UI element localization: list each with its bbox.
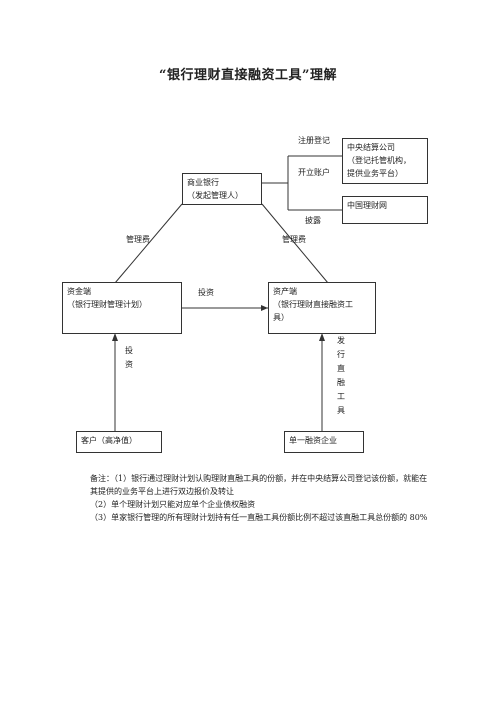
connector-bank-fund — [114, 203, 183, 284]
arrowhead-client-fund — [112, 333, 118, 341]
wmnet-box: 中国理财网 — [342, 196, 428, 224]
invest-left-label: 投资 — [125, 346, 133, 369]
mgmt-fee-left-label: 管理费 — [126, 235, 150, 244]
issue-label: 发行直融工具 — [337, 336, 345, 415]
page-title: “银行理财直接融资工具”理解 — [159, 68, 337, 83]
fund-side-box: 资金端 （银行理财管理计划） — [62, 282, 182, 334]
enterprise-box: 单一融资企业 — [284, 431, 364, 453]
client-box: 客户（高净值） — [76, 431, 162, 453]
note-line-1: 备注：（1）银行通过理财计划认购理财直融工具的份额，并在中央结算公司登记该份额，… — [90, 474, 428, 496]
bank-box: 商业银行 （发起管理人） — [182, 173, 262, 205]
csdc-box: 中央结算公司 （登记托管机构， 提供业务平台） — [342, 138, 428, 184]
asset-side-box: 资产端 （银行理财直接融资工 具） — [268, 282, 376, 334]
note-line-3: （3）单家银行管理的所有理财计划持有任一直融工具份额比例不超过该直融工具总份额的… — [90, 513, 428, 522]
arrowhead-invest-mid — [261, 305, 268, 311]
invest-mid-label: 投资 — [198, 288, 214, 297]
connector-bank-asset — [261, 203, 329, 284]
mgmt-fee-right-label: 管理费 — [282, 235, 306, 244]
register-label: 注册登记 — [298, 136, 330, 145]
disclose-label: 披露 — [305, 216, 321, 225]
arrowhead-enterprise-asset — [319, 333, 325, 341]
note-line-2: （2）单个理财计划只能对应单个企业债权融资 — [90, 500, 256, 509]
notes-section: 备注：（1）银行通过理财计划认购理财直融工具的份额，并在中央结算公司登记该份额，… — [62, 472, 434, 524]
open-account-label: 开立账户 — [298, 168, 330, 177]
